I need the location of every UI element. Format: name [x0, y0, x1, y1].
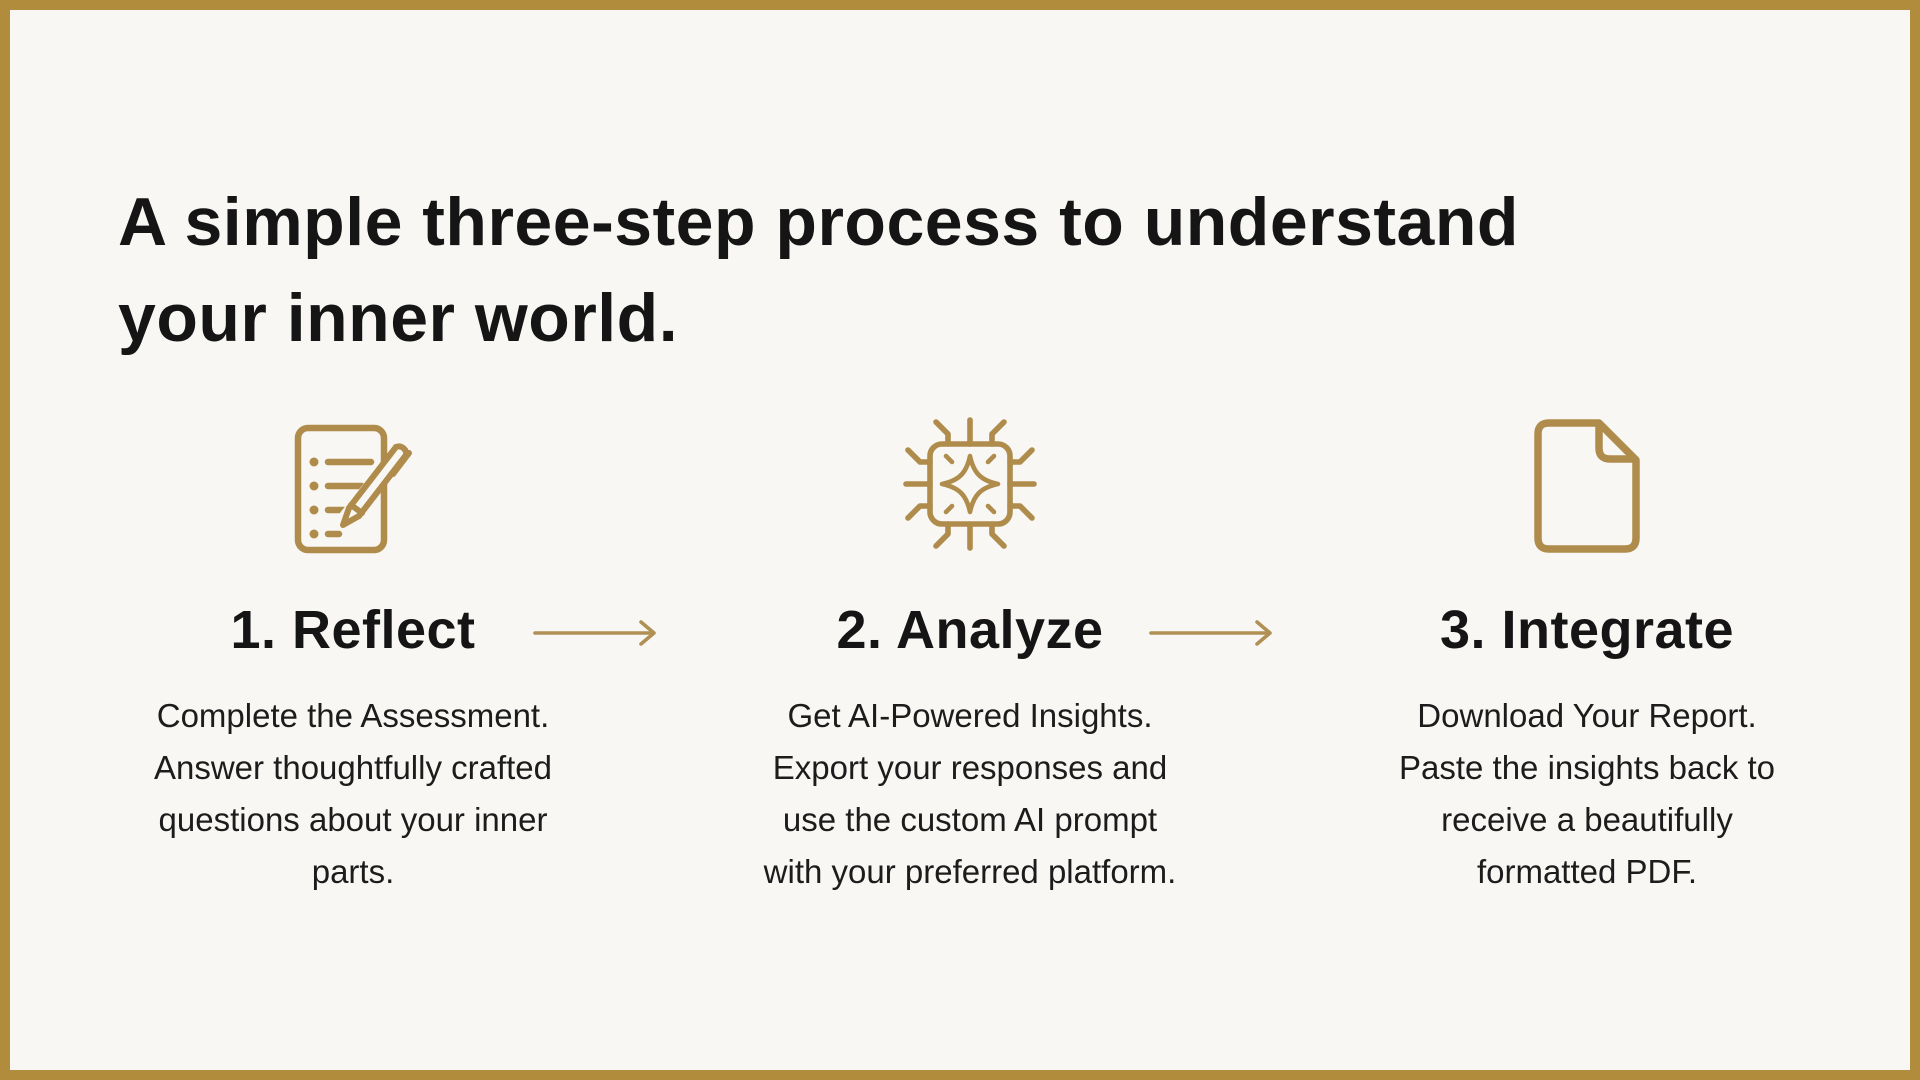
step-title: 2. Analyze: [836, 600, 1104, 660]
arrow-right-icon: [1147, 611, 1279, 655]
page-title-line-1: A simple three-step process to understan…: [118, 183, 1519, 260]
arrow-right-icon: [531, 611, 663, 655]
step-title: 1. Reflect: [230, 600, 476, 660]
document-icon: [1352, 402, 1822, 554]
description-line: Complete the Assessment.: [156, 697, 550, 734]
description-line: formatted PDF.: [1476, 853, 1698, 890]
step-description: Download Your Report. Paste the insights…: [1352, 690, 1822, 898]
steps-row: 1. Reflect Complete the Assessment. Answ…: [10, 10, 1910, 1070]
description-line: Export your responses and: [772, 749, 1168, 786]
step-reflect: 1. Reflect Complete the Assessment. Answ…: [118, 402, 588, 898]
description-line: with your preferred platform.: [763, 853, 1177, 890]
description-line: Paste the insights back to: [1398, 749, 1776, 786]
description-line: use the custom AI prompt: [782, 801, 1158, 838]
description-line: parts.: [311, 853, 395, 890]
description-line: Get AI-Powered Insights.: [787, 697, 1153, 734]
step-integrate: 3. Integrate Download Your Report. Paste…: [1352, 402, 1822, 898]
description-line: receive a beautifully: [1441, 801, 1733, 838]
page-title-line-2: your inner world.: [118, 279, 679, 356]
page-title: A simple three-step process to understan…: [118, 174, 1798, 366]
step-analyze: 2. Analyze Get AI-Powered Insights. Expo…: [735, 402, 1205, 898]
step-description: Get AI-Powered Insights. Export your res…: [735, 690, 1205, 898]
step-title: 3. Integrate: [1439, 600, 1735, 660]
step-description: Complete the Assessment. Answer thoughtf…: [118, 690, 588, 898]
clipboard-pencil-icon: [118, 402, 588, 554]
description-line: questions about your inner: [158, 801, 548, 838]
ai-chip-icon: [735, 402, 1205, 554]
description-line: Download Your Report.: [1417, 697, 1757, 734]
description-line: Answer thoughtfully crafted: [153, 749, 553, 786]
